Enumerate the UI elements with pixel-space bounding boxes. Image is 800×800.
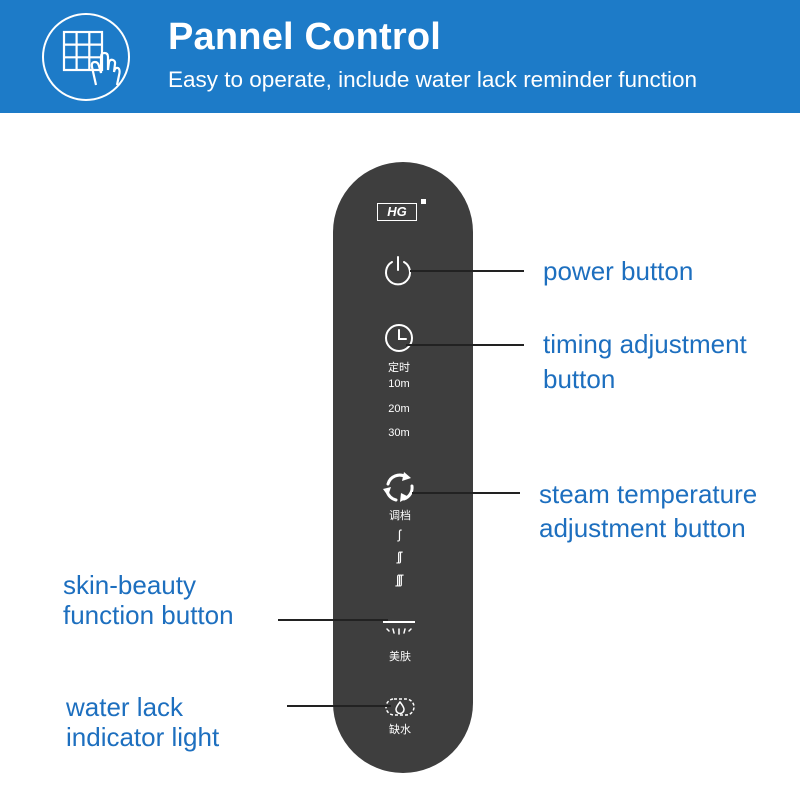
- beauty-callout-line: [278, 619, 388, 621]
- beauty-callout-label-line2: function button: [63, 600, 234, 630]
- steam-level-3: ʃʃʃ: [396, 572, 403, 587]
- water-callout-line: [287, 705, 391, 707]
- cycle-arrows-icon[interactable]: [382, 472, 418, 504]
- beauty-callout-label-line1: skin-beauty: [63, 570, 196, 600]
- touch-panel-icon: [42, 13, 130, 101]
- brand-logo: HG: [377, 199, 427, 223]
- clock-icon[interactable]: [383, 322, 415, 354]
- timing-callout-label-line2: button: [543, 364, 616, 394]
- timing-callout-line: [406, 344, 524, 346]
- power-icon[interactable]: [381, 254, 415, 288]
- timer-label: 定时: [388, 362, 410, 374]
- power-callout-line: [410, 270, 524, 272]
- water-drop-icon: [385, 697, 415, 717]
- timer-option-30m: 30m: [388, 427, 410, 439]
- brand-text: HG: [377, 203, 417, 221]
- water-callout-label-line2: indicator light: [66, 722, 220, 752]
- page-subtitle: Easy to operate, include water lack remi…: [168, 67, 698, 92]
- page-title: Pannel Control: [168, 16, 442, 58]
- water-label: 缺水: [389, 724, 411, 736]
- steam-callout-line: [412, 492, 520, 494]
- water-callout-label-line1: water lack: [66, 692, 184, 722]
- lamp-icon[interactable]: [381, 620, 417, 638]
- timing-callout-label-line1: timing adjustment: [543, 329, 747, 359]
- steam-callout-label-line1: steam temperature: [539, 479, 758, 509]
- steam-level-2: ʃʃ: [397, 549, 402, 564]
- steam-label: 调档: [389, 510, 411, 522]
- steam-callout-label-line2: adjustment button: [539, 513, 746, 543]
- timer-option-10m: 10m: [388, 378, 410, 390]
- beauty-label: 美肤: [389, 651, 411, 663]
- timer-option-20m: 20m: [388, 403, 410, 415]
- brand-dot: [421, 199, 426, 204]
- steam-level-1: ʃ: [398, 527, 401, 542]
- power-callout-label: power button: [543, 256, 694, 286]
- control-panel: [333, 162, 473, 773]
- header-banner: Pannel Control Easy to operate, include …: [0, 0, 800, 113]
